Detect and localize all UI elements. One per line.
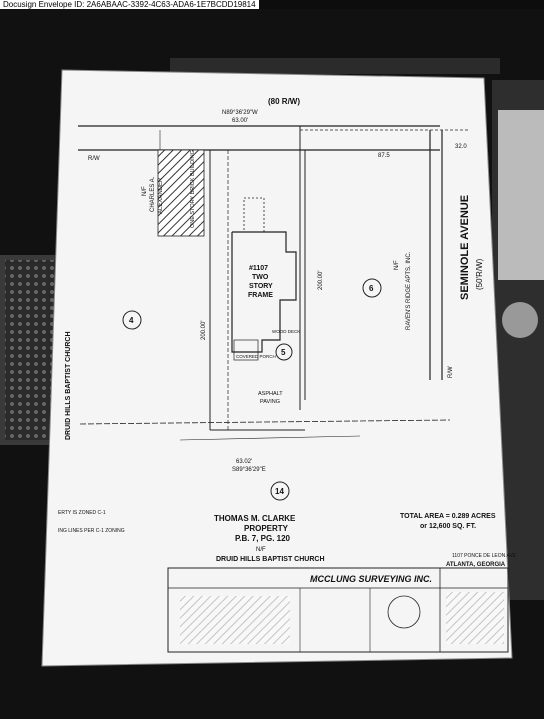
dim-left: 200.00' bbox=[201, 321, 207, 341]
address-line-2: ATLANTA, GEORGIA bbox=[446, 562, 506, 568]
left-owner-name-1: CHARLES A. bbox=[150, 176, 156, 212]
docusign-envelope-id: Docusign Envelope ID: 2A6ABAAC-3392-4C63… bbox=[0, 0, 259, 9]
lot-bottom-circle bbox=[270, 481, 290, 501]
house-number: #1107 bbox=[249, 265, 268, 272]
dim-top-outer: 32.0 bbox=[455, 144, 467, 150]
paving-label-1: ASPHALT bbox=[258, 391, 283, 397]
lot-bottom-number: 14 bbox=[275, 487, 284, 496]
owner-plat-book: P.B. 7, PG. 120 bbox=[235, 534, 291, 543]
address-line-1: 1107 PONCE DE LEON AVE bbox=[452, 553, 517, 559]
owner-property: PROPERTY bbox=[244, 524, 289, 533]
street-row: (50'R/W) bbox=[475, 258, 484, 290]
top-bearing: N89°36'29"W bbox=[222, 110, 258, 116]
street-name: SEMINOLE AVENUE bbox=[459, 195, 471, 300]
title-block bbox=[167, 567, 509, 653]
right-owner-nf: N/F bbox=[394, 260, 400, 270]
left-owner-name-2: ALEXANDER bbox=[158, 177, 164, 214]
left-building-label: ONE STORY BRICK BUILDING bbox=[190, 150, 196, 228]
paving-label-2: PAVING bbox=[260, 399, 280, 405]
bottom-distance: 63.02' bbox=[236, 459, 252, 465]
zoning-note-2: ING LINES PER C-1 ZONING bbox=[58, 528, 125, 534]
house-desc-3: FRAME bbox=[248, 292, 273, 299]
left-owner-nf: N/F bbox=[142, 186, 148, 196]
wood-deck: WOOD DECK bbox=[272, 329, 300, 334]
right-owner-name: RAVEN'S RIDGE APTS. INC. bbox=[406, 251, 412, 330]
owner-nf: N/F bbox=[256, 547, 266, 553]
left-building-hatch bbox=[157, 149, 205, 237]
left-fabric-pattern bbox=[5, 260, 55, 440]
lot-left-circle bbox=[122, 310, 142, 330]
lot-boundary bbox=[79, 150, 451, 441]
dim-top-inner: 87.5 bbox=[378, 153, 390, 159]
right-object bbox=[502, 302, 538, 338]
house-footprint bbox=[231, 197, 297, 361]
owner-name: THOMAS M. CLARKE bbox=[214, 514, 296, 523]
house-desc-2: STORY bbox=[249, 283, 273, 290]
row-label-right: R/W bbox=[448, 366, 454, 378]
top-frame bbox=[170, 58, 500, 74]
house-desc-1: TWO bbox=[252, 274, 269, 281]
right-road bbox=[304, 130, 443, 400]
row-label-left: R/W bbox=[88, 156, 100, 162]
covered-porch: COVERED PORCH bbox=[236, 354, 276, 359]
zoning-note-1: ERTY IS ZONED C-1 bbox=[58, 510, 106, 516]
lot-right-circle bbox=[362, 278, 382, 298]
dim-right: 200.00' bbox=[318, 271, 324, 291]
surveyor-logo: MCCLUNG SURVEYING INC. bbox=[310, 574, 432, 584]
lot-right-number: 6 bbox=[369, 284, 374, 293]
bottom-church: DRUID HILLS BAPTIST CHURCH bbox=[216, 556, 325, 563]
top-distance: 63.00' bbox=[232, 118, 248, 124]
right-cloth-light bbox=[498, 110, 544, 280]
bottom-bearing: S89°36'29"E bbox=[232, 467, 266, 473]
lot-left-number: 4 bbox=[129, 316, 134, 325]
total-area: TOTAL AREA = 0.289 ACRES bbox=[400, 513, 496, 520]
lot-center-circle bbox=[275, 343, 293, 361]
total-area-sqft: or 12,600 SQ. FT. bbox=[420, 523, 476, 530]
top-road-label: (80 R/W) bbox=[268, 97, 300, 106]
left-church-label: DRUID HILLS BAPTIST CHURCH bbox=[65, 332, 72, 441]
lot-center-number: 5 bbox=[281, 348, 286, 357]
